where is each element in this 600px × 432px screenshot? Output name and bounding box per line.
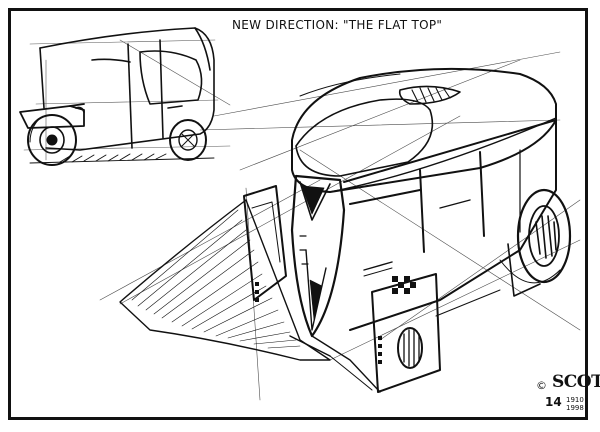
small-vehicle-sketch [19,27,231,166]
right-door-panel [371,273,441,393]
signature-name: SCOTT [552,372,600,392]
signature-dates: 1910 1998 [566,396,584,412]
sketch-border [8,8,588,420]
copyright-mark: © [536,379,547,392]
small-front-wheel [27,114,77,166]
small-rear-wheel [169,119,207,161]
signature-number: 14 [545,395,562,409]
left-door-panel [243,185,287,302]
signature-year-2: 1998 [566,404,584,412]
checker-pattern [392,276,416,294]
main-vehicle-sketch [99,51,581,401]
signature-year-1: 1910 [566,396,584,404]
ground-shadow-hatching [119,199,331,361]
main-rear-wheel [499,188,572,297]
sketch-title: NEW DIRECTION: "THE FLAT TOP" [232,18,443,32]
